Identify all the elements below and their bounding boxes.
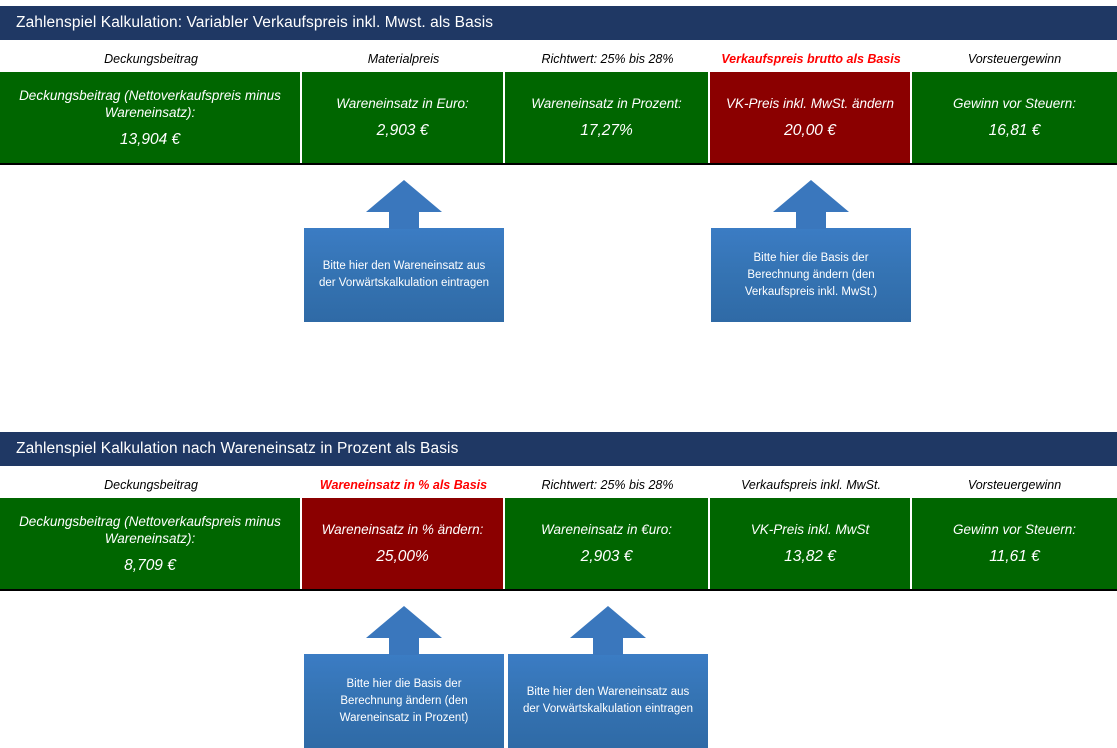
- section-2-title: Zahlenspiel Kalkulation nach Wareneinsat…: [0, 432, 1117, 466]
- cell-vk-preis-inkl-mwst: VK-Preis inkl. MwSt 13,82 €: [710, 498, 912, 589]
- cell-value[interactable]: 25,00%: [376, 548, 429, 565]
- callout-basis-aendern-verkaufspreis: Bitte hier die Basis der Berechnung ände…: [711, 180, 911, 322]
- cell-gewinn-vor-steuern: Gewinn vor Steuern: 11,61 €: [912, 498, 1117, 589]
- cell-label: VK-Preis inkl. MwSt: [750, 522, 870, 537]
- column-header-wareneinsatz-prozent-basis: Wareneinsatz in % als Basis: [319, 478, 488, 492]
- section-1-data-row: Deckungsbeitrag (Nettoverkaufspreis minu…: [0, 72, 1117, 165]
- cell-label: Deckungsbeitrag (Nettoverkaufspreis minu…: [19, 513, 281, 546]
- column-header-verkaufspreis-inkl-mwst: Verkaufspreis inkl. MwSt.: [741, 478, 881, 492]
- callout-text: Bitte hier die Basis der Berechnung ände…: [304, 654, 504, 748]
- callout-text: Bitte hier den Wareneinsatz aus der Vorw…: [508, 654, 708, 748]
- cell-deckungsbeitrag: Deckungsbeitrag (Nettoverkaufspreis minu…: [0, 72, 302, 163]
- cell-vk-preis-inkl-mwst-input[interactable]: VK-Preis inkl. MwSt. ändern 20,00 €: [710, 72, 912, 163]
- up-arrow-icon: [711, 180, 911, 229]
- column-header-richtwert: Richtwert: 25% bis 28%: [541, 478, 674, 492]
- cell-value: 13,904 €: [119, 130, 181, 148]
- callout-wareneinsatz-eintragen-2: Bitte hier den Wareneinsatz aus der Vorw…: [508, 606, 708, 748]
- cell-label: Deckungsbeitrag (Nettoverkaufspreis minu…: [19, 87, 281, 120]
- column-header-deckungsbeitrag: Deckungsbeitrag: [104, 52, 198, 66]
- callout-wareneinsatz-eintragen: Bitte hier den Wareneinsatz aus der Vorw…: [304, 180, 504, 322]
- cell-wareneinsatz-prozent-input[interactable]: Wareneinsatz in % ändern: 25,00%: [302, 498, 505, 589]
- cell-value: 2,903 €: [376, 122, 429, 139]
- callout-basis-aendern-wareneinsatz-prozent: Bitte hier die Basis der Berechnung ände…: [304, 606, 504, 748]
- cell-value: 13,82 €: [784, 548, 836, 565]
- section-2-column-headers: Deckungsbeitrag Wareneinsatz in % als Ba…: [0, 472, 1117, 498]
- cell-wareneinsatz-euro: Wareneinsatz in Euro: 2,903 €: [302, 72, 505, 163]
- cell-value: 2,903 €: [580, 548, 633, 565]
- cell-value: 16,81 €: [988, 122, 1041, 139]
- column-header-verkaufspreis-brutto-basis: Verkaufspreis brutto als Basis: [721, 52, 901, 66]
- section-1-column-headers: Deckungsbeitrag Materialpreis Richtwert:…: [0, 46, 1117, 72]
- callout-text: Bitte hier die Basis der Berechnung ände…: [711, 228, 911, 322]
- cell-label: Wareneinsatz in €uro:: [540, 522, 673, 537]
- up-arrow-icon: [508, 606, 708, 655]
- up-arrow-icon: [304, 180, 504, 229]
- up-arrow-icon: [304, 606, 504, 655]
- column-header-vorsteuergewinn: Vorsteuergewinn: [967, 52, 1062, 66]
- column-header-vorsteuergewinn: Vorsteuergewinn: [967, 478, 1062, 492]
- cell-label: Wareneinsatz in Euro:: [336, 96, 469, 111]
- cell-label: Gewinn vor Steuern:: [952, 96, 1077, 111]
- column-header-materialpreis: Materialpreis: [367, 52, 440, 66]
- column-header-deckungsbeitrag: Deckungsbeitrag: [104, 478, 198, 492]
- cell-wareneinsatz-euro: Wareneinsatz in €uro: 2,903 €: [505, 498, 710, 589]
- cell-label: Gewinn vor Steuern:: [952, 522, 1077, 537]
- cell-value: 8,709 €: [124, 556, 176, 574]
- cell-gewinn-vor-steuern: Gewinn vor Steuern: 16,81 €: [912, 72, 1117, 163]
- section-1-title: Zahlenspiel Kalkulation: Variabler Verka…: [0, 6, 1117, 40]
- cell-deckungsbeitrag: Deckungsbeitrag (Nettoverkaufspreis minu…: [0, 498, 302, 589]
- cell-label: VK-Preis inkl. MwSt. ändern: [725, 96, 895, 111]
- section-2-data-row: Deckungsbeitrag (Nettoverkaufspreis minu…: [0, 498, 1117, 591]
- column-header-richtwert: Richtwert: 25% bis 28%: [541, 52, 674, 66]
- cell-label: Wareneinsatz in % ändern:: [321, 522, 484, 537]
- cell-wareneinsatz-prozent: Wareneinsatz in Prozent: 17,27%: [505, 72, 710, 163]
- cell-value: 17,27%: [580, 122, 633, 139]
- callout-text: Bitte hier den Wareneinsatz aus der Vorw…: [304, 228, 504, 322]
- cell-label: Wareneinsatz in Prozent:: [531, 96, 682, 111]
- cell-value: 11,61 €: [989, 548, 1040, 565]
- cell-value[interactable]: 20,00 €: [784, 122, 836, 139]
